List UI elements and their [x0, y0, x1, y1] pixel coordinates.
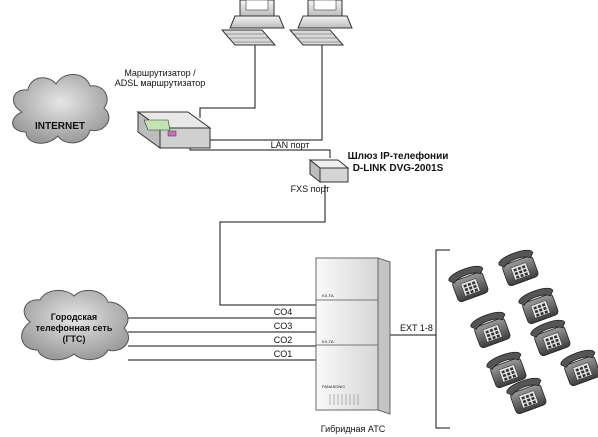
telephones-group	[448, 249, 598, 415]
router-device	[136, 111, 212, 149]
connection-lines	[128, 40, 450, 429]
router-label-line2: ADSL маршрутизатор	[115, 78, 206, 88]
telephone-1	[448, 265, 489, 303]
router-label-line1: Маршрутизатор /	[124, 68, 196, 78]
pbx-label: Гибридная АТС	[321, 424, 386, 434]
telephone-3	[518, 287, 559, 325]
telephone-7	[560, 349, 598, 387]
telephone-5	[530, 319, 571, 357]
telephone-8	[506, 377, 547, 415]
pstn-label-line2: телефонная сеть	[36, 323, 113, 333]
co4-label: CO4	[274, 307, 293, 317]
computer-2	[288, 0, 353, 46]
pbx-unit: KX-TA KX-TA PANASONIC	[315, 257, 391, 415]
gateway-label-line1: Шлюз IP-телефонии	[348, 150, 449, 162]
telephone-4	[470, 311, 511, 349]
ext-label: EXT 1-8	[400, 323, 433, 333]
telephone-6	[486, 351, 527, 389]
computer-1	[220, 0, 285, 46]
pstn-cloud: Городская телефонная сеть (ГТС)	[21, 289, 130, 361]
telephone-2	[498, 249, 539, 287]
co2-label: CO2	[274, 335, 293, 345]
gateway-device	[308, 158, 350, 184]
co3-label: CO3	[274, 321, 293, 331]
gateway-label-line2: D-LINK DVG-2001S	[353, 163, 444, 174]
internet-cloud: INTERNET	[12, 74, 110, 144]
fxs-port-label: FXS порт	[291, 184, 330, 194]
ext-bracket	[435, 249, 450, 429]
pbx-model-bottom: KX-TA	[322, 339, 334, 344]
pbx-model-top: KX-TA	[322, 293, 334, 298]
line-pc2-router	[210, 40, 323, 141]
line-pc1-router	[199, 40, 256, 118]
line-gateway-pbx	[219, 185, 326, 306]
pbx-brand: PANASONIC	[322, 384, 345, 389]
pstn-label-line1: Городская	[51, 312, 97, 322]
internet-label: INTERNET	[35, 121, 85, 132]
co1-label: CO1	[274, 349, 293, 359]
lan-port-label: LAN порт	[271, 140, 310, 150]
pstn-label-line3: (ГТС)	[62, 334, 85, 344]
